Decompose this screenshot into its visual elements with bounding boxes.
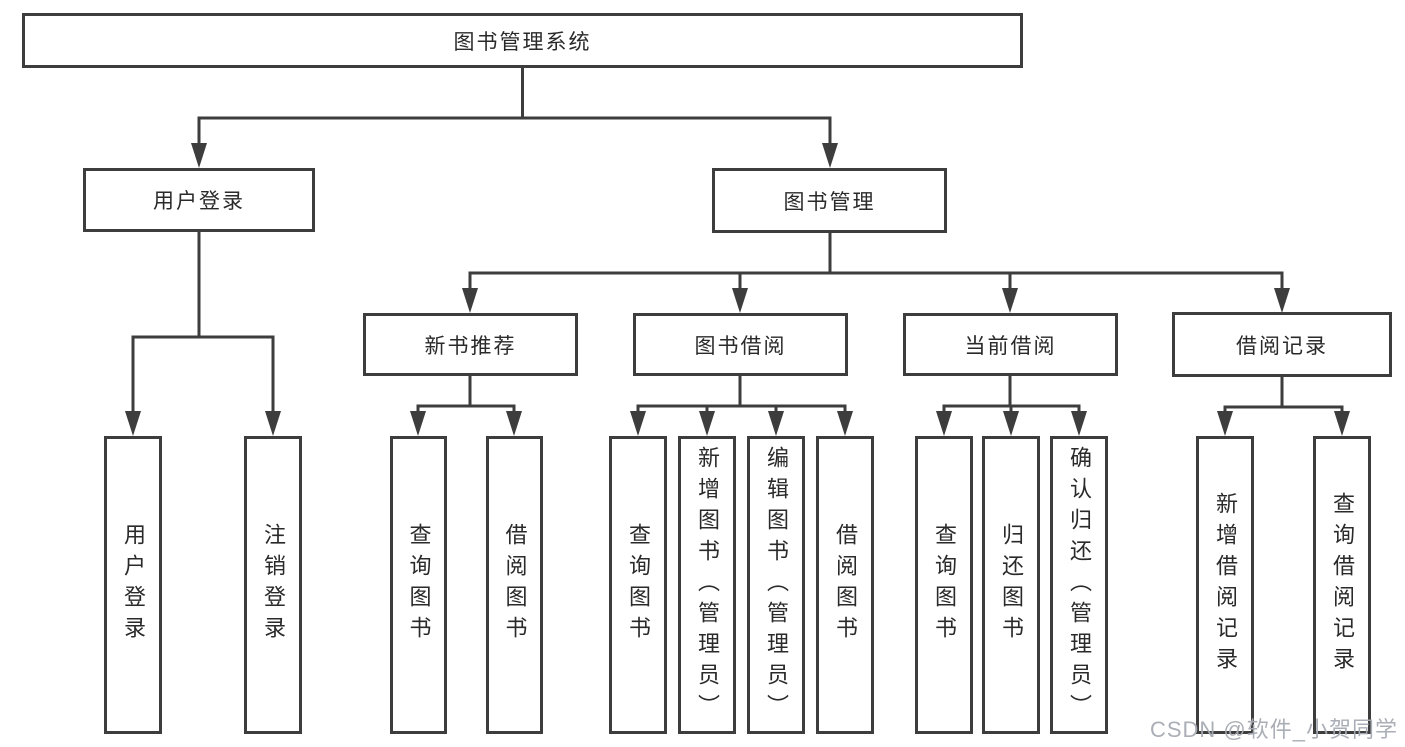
node-label: 图书管理系统 (453, 30, 592, 54)
csdn-watermark: CSDN @软件_小贺同学 (1149, 717, 1398, 742)
node-label: 注销登录 (261, 523, 286, 647)
node-label: 编辑图书（管理员） (764, 445, 789, 725)
leaf-add-book-admin: 新增图书（管理员） (678, 436, 736, 734)
leaf-user-login: 用户登录 (104, 436, 162, 734)
leaf-query-books-current: 查询图书 (915, 436, 973, 734)
node-label: 借阅图书 (833, 523, 858, 647)
leaf-return-book: 归还图书 (982, 436, 1040, 734)
node-book-management: 图书管理 (712, 168, 947, 233)
node-label: 用户登录 (153, 190, 245, 213)
node-user-login: 用户登录 (83, 168, 315, 232)
leaf-query-books-recommend: 查询图书 (390, 436, 447, 734)
node-label: 图书借阅 (694, 334, 787, 358)
node-label: 查询图书 (626, 523, 651, 647)
node-label: 查询借阅记录 (1330, 492, 1355, 678)
node-label: 新书推荐 (424, 334, 517, 358)
leaf-confirm-return-admin: 确认归还（管理员） (1050, 436, 1108, 734)
leaf-query-borrow-record: 查询借阅记录 (1313, 436, 1371, 734)
node-label: 新增图书（管理员） (695, 445, 720, 725)
node-label: 借阅记录 (1236, 334, 1328, 358)
node-label: 用户登录 (121, 523, 146, 647)
node-label: 新增借阅记录 (1213, 492, 1238, 678)
node-label: 借阅图书 (502, 523, 528, 647)
node-current-borrowing: 当前借阅 (903, 313, 1118, 376)
node-new-book-recommendation: 新书推荐 (363, 313, 578, 376)
node-label: 查询图书 (932, 523, 957, 647)
node-label: 当前借阅 (964, 334, 1057, 358)
node-label: 图书管理 (783, 190, 876, 214)
node-label: 查询图书 (406, 523, 432, 647)
node-label: 确认归还（管理员） (1067, 445, 1092, 725)
leaf-borrow-books-recommend: 借阅图书 (486, 436, 543, 734)
node-borrowing-records: 借阅记录 (1172, 312, 1392, 377)
leaf-add-borrow-record: 新增借阅记录 (1196, 436, 1254, 734)
node-library-system: 图书管理系统 (22, 13, 1023, 68)
leaf-borrow-books: 借阅图书 (816, 436, 874, 734)
node-label: 归还图书 (999, 523, 1024, 647)
leaf-logout: 注销登录 (244, 436, 302, 734)
leaf-query-books-borrow: 查询图书 (609, 436, 667, 734)
node-book-borrowing: 图书借阅 (633, 313, 848, 376)
leaf-edit-book-admin: 编辑图书（管理员） (747, 436, 805, 734)
